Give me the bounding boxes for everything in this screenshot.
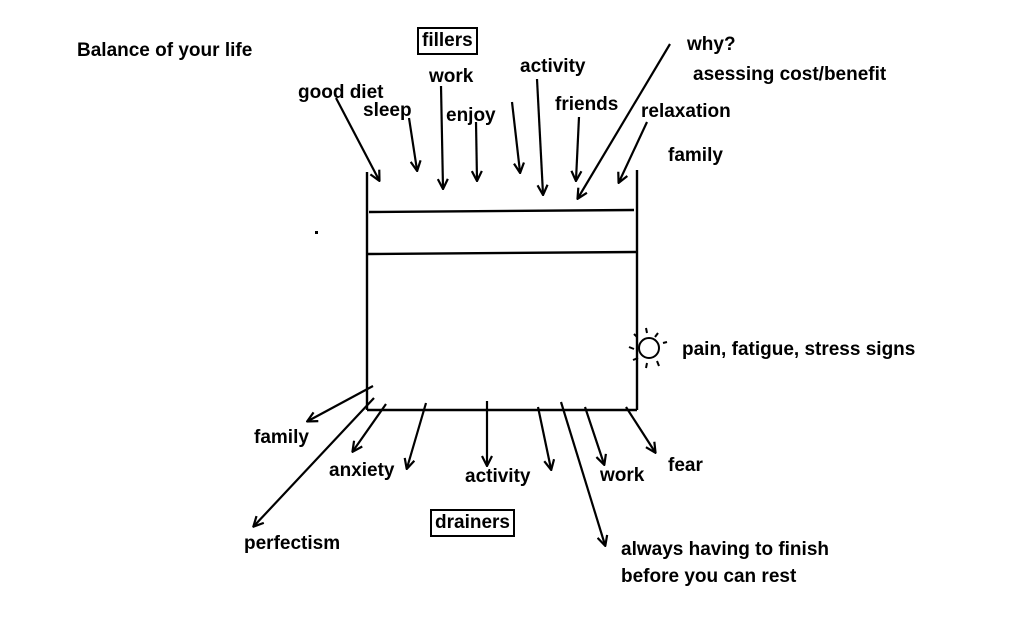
fillers-heading: fillers: [417, 27, 478, 55]
drainer-label-fear: fear: [668, 455, 703, 476]
arrow-activity-out-2: [536, 406, 551, 469]
filler-label-sleep: sleep: [363, 100, 412, 121]
arrow-activity-in: [535, 78, 543, 194]
filler-label-family: family: [668, 145, 723, 166]
why-question: why?: [687, 34, 736, 55]
arrow-family-out: [308, 385, 374, 421]
arrow-perfectism: [254, 397, 375, 526]
stray-dot: [315, 231, 318, 234]
filler-label-relaxation: relaxation: [641, 101, 731, 122]
drainers-heading: drainers: [430, 509, 515, 537]
drainer-label-anxiety: anxiety: [329, 460, 395, 481]
arrow-sleep: [407, 117, 417, 170]
arrow-relaxation: [619, 121, 648, 182]
arrow-work-out: [583, 406, 604, 464]
arrow-anxiety-2: [407, 402, 428, 468]
drainer-label-family: family: [254, 427, 309, 448]
level-line-lower: [366, 250, 638, 256]
arrow-why: [578, 43, 671, 198]
drainer-label-activity: activity: [465, 466, 531, 487]
arrow-good-diet: [335, 97, 379, 180]
arrow-anxiety: [353, 403, 387, 451]
drainer-label-always-finish-line2: before you can rest: [621, 566, 797, 587]
arrow-friends: [576, 116, 579, 180]
arrow-fear: [625, 406, 655, 452]
level-line-upper: [368, 208, 635, 214]
filler-label-friends: friends: [555, 94, 619, 115]
filler-label-good-diet: good diet: [298, 82, 384, 103]
drainer-label-perfectism: perfectism: [244, 533, 341, 554]
warning-label: pain, fatigue, stress signs: [682, 339, 916, 360]
why-note: asessing cost/benefit: [693, 64, 887, 85]
filler-label-work: work: [429, 66, 474, 87]
drainer-label-always-finish-line1: always having to finish: [621, 539, 829, 560]
filler-label-enjoy: enjoy: [446, 105, 496, 126]
arrow-always-finish: [559, 401, 605, 545]
filler-label-activity: activity: [520, 56, 586, 77]
arrow-enjoy: [476, 121, 477, 180]
diagram-title: Balance of your life: [77, 40, 253, 61]
drainer-label-work: work: [600, 465, 645, 486]
arrow-unlabeled-in: [510, 101, 520, 172]
sun-burst-icon: [628, 327, 668, 369]
arrow-work-in: [441, 85, 443, 188]
